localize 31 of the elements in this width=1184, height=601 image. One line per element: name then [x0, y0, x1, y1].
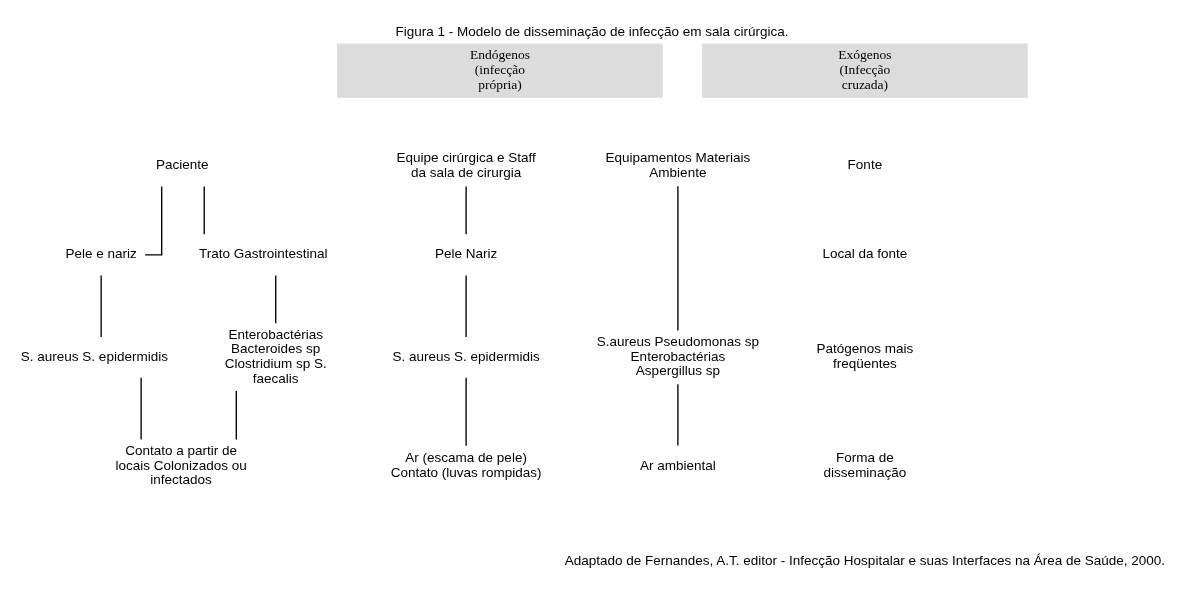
node-text: Enterobactérias Bacteroides sp Clostridium sp S. faecalis: [224, 326, 327, 386]
label: Fonte: [847, 156, 883, 172]
caption: Adaptado de Fernandes, A.T. editor - Infecção Hospitalar e suas Interfaces na Área de Saúde, 2000.: [564, 552, 1166, 568]
connector: [465, 185, 467, 235]
connector: [677, 185, 679, 331]
node-text: Ar (escama de pele) Contato (luvas rompidas): [390, 449, 542, 480]
label: Patógenos mais freqüentes: [816, 340, 914, 371]
connector: [235, 389, 237, 440]
node-text: Paciente: [155, 156, 209, 172]
connector: [465, 274, 467, 338]
node-text: Equipe cirúrgica e Staff da sala de cirurgia: [396, 149, 536, 180]
connector: [100, 274, 102, 338]
node-text: Equipamentos Materiais Ambiente: [605, 149, 751, 180]
node-text: S.aureus Pseudomonas sp Enterobactérias Aspergillus sp: [596, 333, 759, 378]
label: Local da fonte: [822, 245, 908, 261]
connector: [275, 274, 277, 324]
node-text: Contato a partir de locais Colonizados ou infectados: [115, 442, 247, 487]
node-text: Trato Gastrointestinal: [199, 245, 328, 261]
label: Exógenos (Infecção cruzada): [838, 46, 892, 92]
connector: [465, 376, 467, 446]
label: Forma de disseminação: [823, 449, 907, 480]
diagram-title: Figura 1 - Modelo de disseminação de infecção em sala cirúrgica.: [395, 23, 789, 39]
connector: [140, 376, 142, 440]
label: Endógenos (infecção própria): [469, 46, 530, 92]
node-text: S. aureus S. epidermidis: [20, 348, 168, 364]
node-text: Pele e nariz: [65, 245, 137, 261]
node-text: Ar ambiental: [640, 457, 716, 473]
node-text: Pele Nariz: [434, 245, 498, 261]
connector: [203, 185, 205, 235]
connector: [677, 383, 679, 446]
node-text: S. aureus S. epidermidis: [392, 348, 540, 364]
